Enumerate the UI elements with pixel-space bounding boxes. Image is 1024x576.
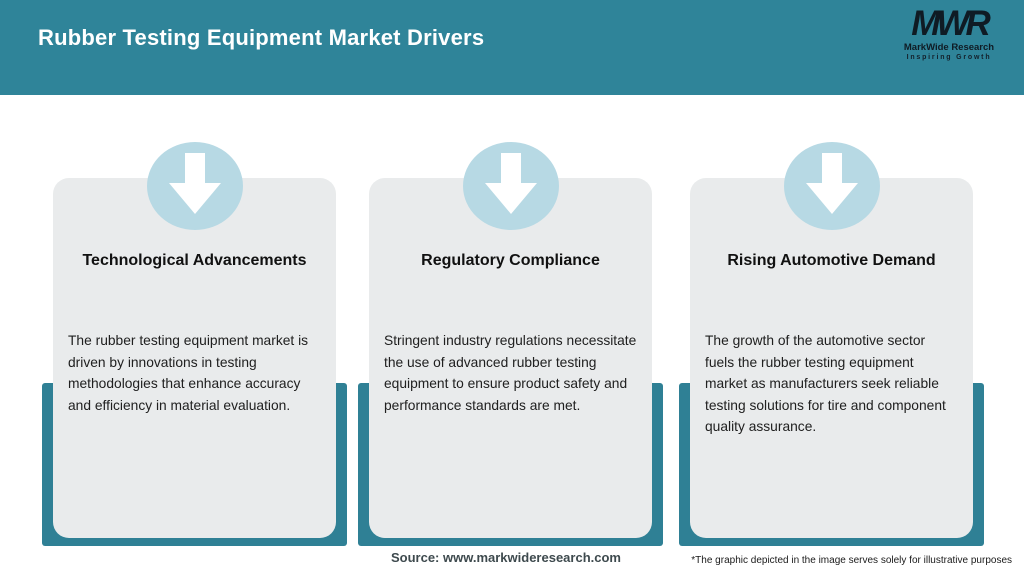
driver-card-group: Regulatory Compliance Stringent industry…	[358, 0, 663, 576]
header-bar: Rubber Testing Equipment Market Drivers …	[0, 0, 1024, 95]
card-description: Stringent industry regulations necessita…	[384, 333, 637, 413]
card-description: The growth of the automotive sector fuel…	[705, 333, 946, 434]
driver-card: Technological Advancements The rubber te…	[53, 142, 336, 538]
driver-card-group: Rising Automotive Demand The growth of t…	[679, 0, 984, 576]
mwr-logo-icon: MWR	[911, 4, 990, 43]
driver-card-group: Technological Advancements The rubber te…	[42, 0, 347, 576]
page-title: Rubber Testing Equipment Market Drivers	[38, 25, 485, 50]
card-title: Regulatory Compliance	[421, 252, 600, 269]
down-arrow-icon	[462, 142, 559, 230]
driver-card: Rising Automotive Demand The growth of t…	[690, 142, 973, 538]
card-title: Rising Automotive Demand	[727, 252, 936, 269]
down-arrow-icon	[146, 142, 243, 230]
disclaimer-text: *The graphic depicted in the image serve…	[691, 555, 1012, 566]
driver-card: Regulatory Compliance Stringent industry…	[369, 142, 652, 538]
card-title: Technological Advancements	[82, 252, 307, 269]
brand-logo: MWR MarkWide Research Inspiring Growth	[890, 4, 1008, 62]
brand-tagline: Inspiring Growth	[906, 54, 992, 61]
source-text: Source: www.markwideresearch.com	[390, 550, 621, 565]
down-arrow-icon	[783, 142, 880, 230]
card-description: The rubber testing equipment market is d…	[68, 333, 309, 413]
brand-name: MarkWide Research	[903, 42, 995, 53]
